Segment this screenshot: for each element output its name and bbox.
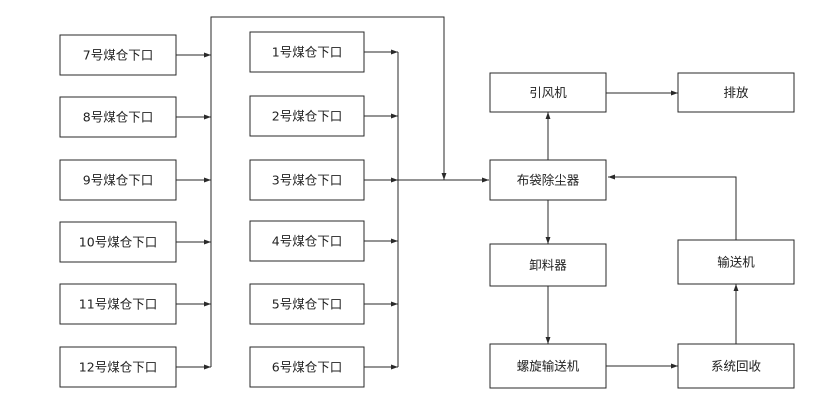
node-bin-8: 8号煤仓下口 (59, 96, 177, 138)
node-bin-2: 2号煤仓下口 (249, 95, 365, 137)
node-recovery: 系统回收 (677, 343, 795, 389)
node-bin-3: 3号煤仓下口 (249, 159, 365, 201)
node-bin-9-label: 9号煤仓下口 (83, 173, 153, 188)
node-bin-8-label: 8号煤仓下口 (83, 110, 153, 125)
node-bin-6-label: 6号煤仓下口 (272, 360, 342, 375)
node-bag-filter-label: 布袋除尘器 (517, 173, 580, 188)
node-bin-10: 10号煤仓下口 (59, 221, 177, 263)
node-unloader: 卸料器 (489, 243, 607, 287)
connector-lines (176, 16, 739, 370)
edge-conveyor-to-bag-filter (608, 174, 737, 240)
node-bin-7: 7号煤仓下口 (59, 34, 177, 76)
node-bin-7-label: 7号煤仓下口 (83, 48, 153, 63)
node-exhaust: 排放 (677, 72, 795, 113)
node-bin-4-label: 4号煤仓下口 (272, 234, 342, 249)
edge-left-bus (210, 16, 447, 367)
node-unloader-label: 卸料器 (529, 258, 567, 273)
node-recovery-label: 系统回收 (711, 359, 762, 374)
process-nodes: 7号煤仓下口 8号煤仓下口 9号煤仓下口 10号煤仓下口 11号煤仓下口 12号… (59, 31, 795, 389)
node-exhaust-label: 排放 (723, 85, 749, 100)
node-conveyor: 输送机 (677, 239, 795, 285)
node-bin-2-label: 2号煤仓下口 (272, 109, 342, 124)
node-bin-11-label: 11号煤仓下口 (79, 297, 157, 312)
node-bag-filter: 布袋除尘器 (489, 159, 607, 201)
node-bin-5-label: 5号煤仓下口 (272, 297, 342, 312)
node-conveyor-label: 输送机 (717, 255, 755, 270)
node-induced-fan-label: 引风机 (529, 85, 567, 100)
node-bin-10-label: 10号煤仓下口 (79, 235, 157, 250)
node-bin-12-label: 12号煤仓下口 (79, 360, 157, 375)
node-screw-conveyor-label: 螺旋输送机 (517, 359, 580, 374)
node-bin-3-label: 3号煤仓下口 (272, 173, 342, 188)
node-bin-12: 12号煤仓下口 (59, 346, 177, 388)
node-bin-5: 5号煤仓下口 (249, 283, 365, 325)
node-screw-conveyor: 螺旋输送机 (489, 343, 607, 389)
node-bin-1: 1号煤仓下口 (249, 31, 365, 73)
node-induced-fan: 引风机 (489, 72, 607, 113)
node-bin-6: 6号煤仓下口 (249, 346, 365, 388)
node-bin-11: 11号煤仓下口 (59, 283, 177, 325)
node-bin-9: 9号煤仓下口 (59, 159, 177, 201)
node-bin-4: 4号煤仓下口 (249, 220, 365, 262)
node-bin-1-label: 1号煤仓下口 (272, 45, 342, 60)
